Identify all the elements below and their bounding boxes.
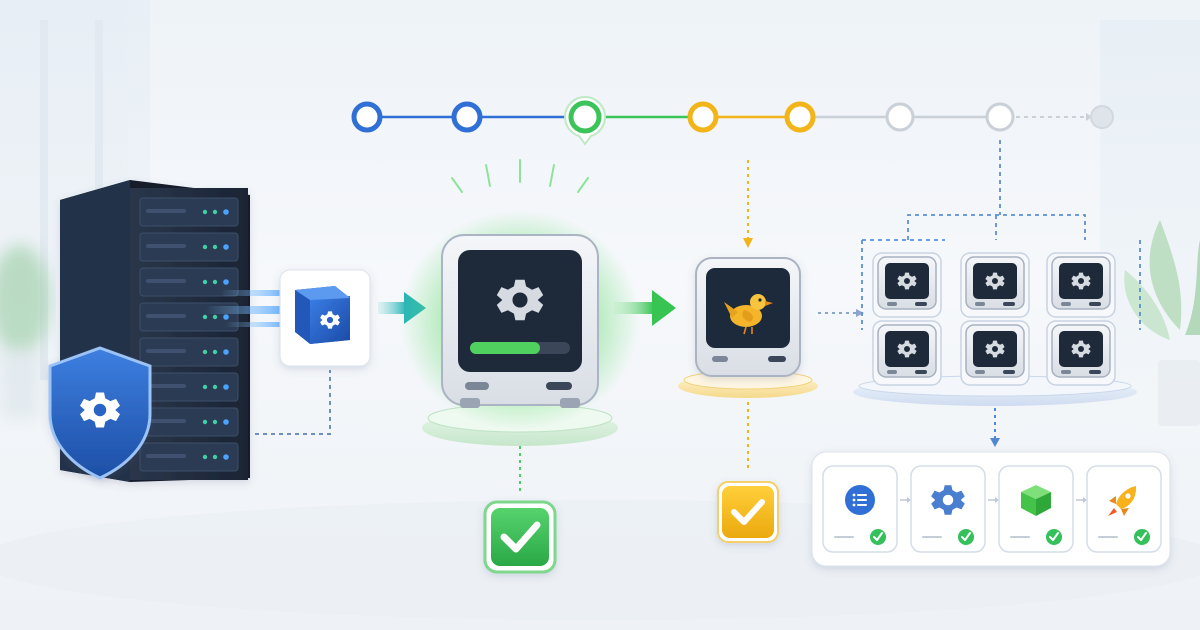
gear-icon [985, 340, 1005, 358]
stage-node-canary-verify [784, 101, 816, 133]
steps-arrowhead [990, 438, 1000, 447]
step-check-icon [958, 529, 974, 545]
rack-slot [139, 232, 239, 262]
stage-node-rollout-2 [985, 102, 1015, 132]
rocket-icon [1108, 486, 1137, 516]
step-check-icon [1046, 529, 1062, 545]
step-check-icon [1134, 529, 1150, 545]
step-card-list [822, 465, 898, 553]
gear-cube-icon [295, 286, 350, 344]
rack-slot [139, 442, 239, 472]
canary-machine [695, 257, 801, 377]
pipeline-timeline [351, 96, 1114, 146]
step-arrow [1076, 497, 1087, 503]
rack-slot [139, 197, 239, 227]
fleet-server [960, 252, 1030, 318]
arrow-to-canary [614, 290, 676, 326]
post-deploy-steps-panel [811, 451, 1171, 567]
fleet-server [1046, 252, 1116, 318]
stage-node-build [351, 101, 383, 133]
rack-slot [139, 372, 239, 402]
fleet-server [872, 252, 942, 318]
step-arrow [900, 497, 911, 503]
step-line [1010, 536, 1030, 538]
stage-node-canary [687, 101, 719, 133]
package-icon [1021, 485, 1051, 516]
fleet-server [872, 320, 942, 386]
staging-progress-fill [470, 342, 540, 354]
gear-icon [897, 272, 917, 290]
plant-left-decoration [0, 245, 50, 420]
gear-icon [985, 272, 1005, 290]
gear-icon [496, 279, 544, 321]
step-line [1098, 536, 1118, 538]
step-card-gear [910, 465, 986, 553]
amber-check-icon [717, 481, 779, 543]
rack-slot [139, 407, 239, 437]
fleet-server [960, 320, 1030, 386]
stage-node-package [451, 101, 483, 133]
green-check-icon [483, 500, 557, 574]
canary-arrowhead [743, 238, 753, 248]
data-stream [205, 290, 290, 327]
step-card-rocket [1086, 465, 1162, 553]
step-line [834, 536, 854, 538]
canary-bird-icon [724, 294, 773, 335]
artifact-card [279, 269, 371, 367]
staging-glow-rays [451, 159, 589, 193]
fleet-server [1046, 320, 1116, 386]
list-icon [845, 485, 875, 515]
step-check-icon [870, 529, 886, 545]
step-card-package [998, 465, 1074, 553]
plant-right-decoration [1124, 220, 1200, 426]
step-arrow [988, 497, 999, 503]
stage-node-staging [563, 96, 607, 146]
stage-node-rollout-1 [885, 102, 915, 132]
fleet-arrowhead [856, 309, 864, 317]
gear-icon [897, 340, 917, 358]
shield-gear-icon [48, 346, 152, 480]
staging-machine [441, 234, 599, 408]
rack-slots [139, 197, 239, 472]
gear-icon [1071, 272, 1091, 290]
stage-node-rollout-3 [1090, 105, 1114, 129]
fleet-distribution-lines [861, 140, 1141, 330]
rack-slot [139, 337, 239, 367]
step-line [922, 536, 942, 538]
rack-slot [139, 267, 239, 297]
stage-nodes [351, 96, 1114, 146]
connector-server-to-artifact [255, 370, 331, 435]
fleet-servers [872, 252, 1116, 386]
timeline-arrowhead [1086, 113, 1092, 121]
gear-icon [1071, 340, 1091, 358]
gear-icon [931, 485, 965, 515]
post-deploy-steps [822, 465, 1162, 553]
